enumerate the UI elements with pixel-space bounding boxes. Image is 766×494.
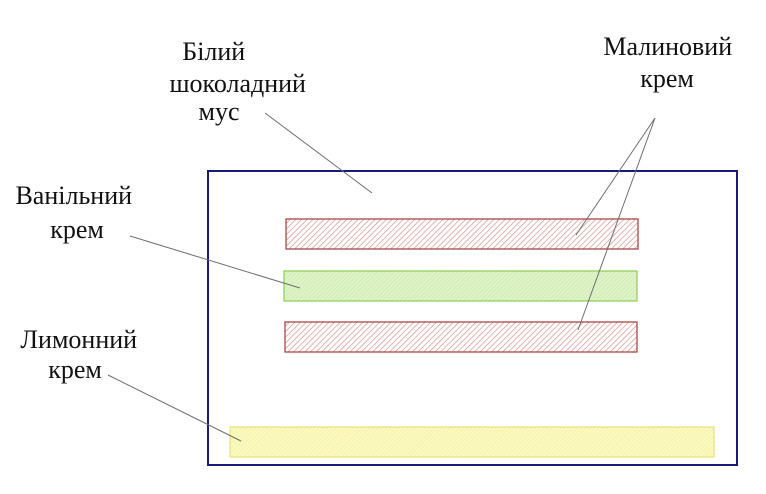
raspberry-cream-layer-bottom [284,321,638,353]
label-white-chocolate-mousse: Білий шоколадний мус [170,37,313,126]
cake-outline [207,170,738,466]
leader-lemon-cream [107,374,242,442]
leader-raspberry-top [575,117,656,236]
raspberry-cream-layer-top [285,218,639,250]
vanilla-cream-layer [283,270,638,302]
label-lemon-cream: Лимонний крем [20,325,143,384]
leader-white-chocolate-mousse [264,112,373,194]
lemon-cream-layer [229,426,715,458]
leader-vanilla-cream [129,235,301,289]
label-vanilla-cream: Ванільний крем [15,181,138,244]
leader-raspberry-bottom [577,117,656,331]
label-raspberry-cream: Малиновий крем [603,32,738,93]
